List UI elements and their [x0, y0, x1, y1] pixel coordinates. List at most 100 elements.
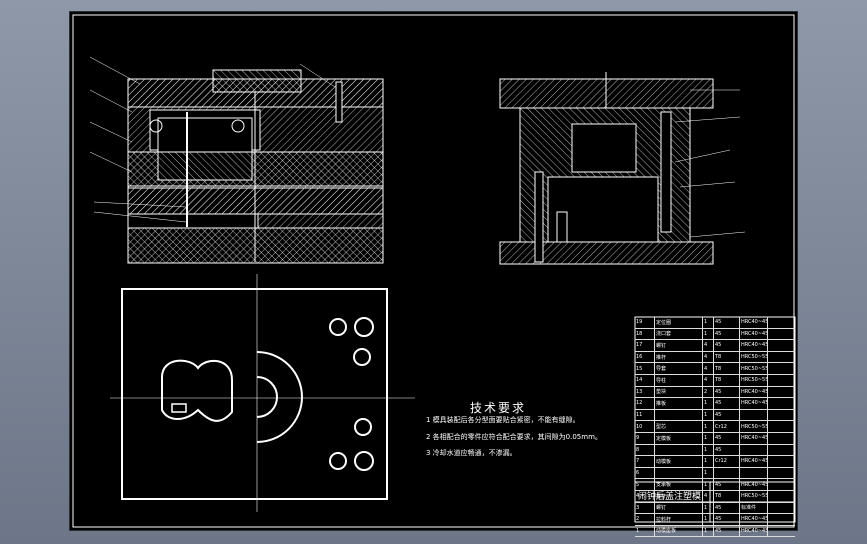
bom-cell: 45 [714, 444, 740, 456]
tech-requirements-heading: 技术要求 [470, 401, 527, 415]
bom-cell: HRC40~45 [740, 328, 768, 340]
bom-cell: HRC40~45 [740, 514, 768, 525]
bom-cell: Cr12 [714, 456, 740, 467]
side-section-view [499, 72, 746, 265]
bom-cell: 2 [635, 514, 655, 525]
bom-cell [740, 444, 768, 456]
bom-cell: 1 [703, 502, 714, 514]
bom-cell: HRC50~55 [740, 351, 768, 363]
bom-cell: 13 [635, 386, 655, 398]
bom-cell: 1 [703, 432, 714, 444]
bom-cell [655, 467, 703, 479]
bom-cell [740, 409, 768, 421]
bom-cell: 1 [703, 317, 714, 328]
bom-cell: Cr12 [714, 421, 740, 432]
bom-cell: 6 [635, 467, 655, 479]
bom-cell: 1 [703, 398, 714, 409]
bom-cell: HRC40~45 [740, 432, 768, 444]
bom-cell: 15 [635, 363, 655, 374]
bom-cell: 45 [714, 409, 740, 421]
bom-cell: 11 [635, 409, 655, 421]
bom-cell: 1 [703, 444, 714, 456]
bom-cell: 45 [714, 317, 740, 328]
bom-cell: 18 [635, 328, 655, 340]
bom-cell: 7 [635, 456, 655, 467]
bom-cell: 动模座板 [655, 525, 703, 537]
bom-cell: HRC40~45 [740, 386, 768, 398]
bom-cell: 4 [703, 490, 714, 502]
bom-cell: 45 [714, 525, 740, 537]
bom-cell: 4 [703, 351, 714, 363]
bom-cell: 标准件 [740, 502, 768, 514]
bom-cell: 45 [714, 398, 740, 409]
bom-cell: 1 [703, 467, 714, 479]
bom-cell: 定模板 [655, 432, 703, 444]
bom-cell: 10 [635, 421, 655, 432]
bom-cell: HRC50~55 [740, 421, 768, 432]
bom-cell: 45 [714, 502, 740, 514]
bom-cell: HRC50~55 [740, 363, 768, 374]
bom-cell: 垫块 [655, 386, 703, 398]
bom-cell: 1 [703, 514, 714, 525]
bom-cell: HRC40~45 [740, 317, 768, 328]
bom-cell: HRC40~45 [740, 398, 768, 409]
bom-cell: 4 [703, 340, 714, 351]
bom-cell: 导套 [655, 363, 703, 374]
bom-cell: 推板 [655, 398, 703, 409]
bom-cell: 45 [714, 514, 740, 525]
bom-cell: T8 [714, 374, 740, 386]
bom-cell: T8 [714, 490, 740, 502]
bom-cell: 45 [714, 340, 740, 351]
bom-cell [714, 467, 740, 479]
bom-cell: 8 [635, 444, 655, 456]
bom-cell: 45 [714, 432, 740, 444]
bom-cell: 螺钉 [655, 502, 703, 514]
bom-cell: HRC40~45 [740, 456, 768, 467]
bom-cell: HRC50~55 [740, 490, 768, 502]
bom-cell [655, 409, 703, 421]
bom-cell: HRC40~45 [740, 340, 768, 351]
bom-cell: 浇口套 [655, 328, 703, 340]
bom-cell: 4 [703, 363, 714, 374]
bom-cell: 14 [635, 374, 655, 386]
bom-cell: 16 [635, 351, 655, 363]
bom-cell: 螺钉 [655, 340, 703, 351]
bom-cell: 45 [714, 328, 740, 340]
bom-cell: 导柱 [655, 374, 703, 386]
bom-cell: 拉料杆 [655, 514, 703, 525]
bom-cell: HRC40~45 [740, 479, 768, 490]
bom-cell: 45 [714, 386, 740, 398]
bom-cell: 动模板 [655, 456, 703, 467]
bom-cell: T8 [714, 351, 740, 363]
bom-cell: 支承板 [655, 479, 703, 490]
cad-drawing [72, 14, 796, 528]
bom-cell: 9 [635, 432, 655, 444]
bom-cell: 17 [635, 340, 655, 351]
bom-cell: 推杆 [655, 351, 703, 363]
bom-cell: 定位圈 [655, 317, 703, 328]
bom-cell: 1 [703, 525, 714, 537]
drawing-title: 闹钟后盖注塑模 [638, 492, 702, 502]
bom-cell: HRC40~45 [740, 525, 768, 537]
bom-cell: 1 [703, 421, 714, 432]
bom-cell: 1 [703, 409, 714, 421]
plan-view [110, 274, 415, 512]
bom-cell: 45 [714, 479, 740, 490]
tech-requirement-2: 2 各相配合的零件应符合配合要求，其间隙为0.05mm。 [426, 433, 602, 441]
bom-cell: 2 [703, 386, 714, 398]
